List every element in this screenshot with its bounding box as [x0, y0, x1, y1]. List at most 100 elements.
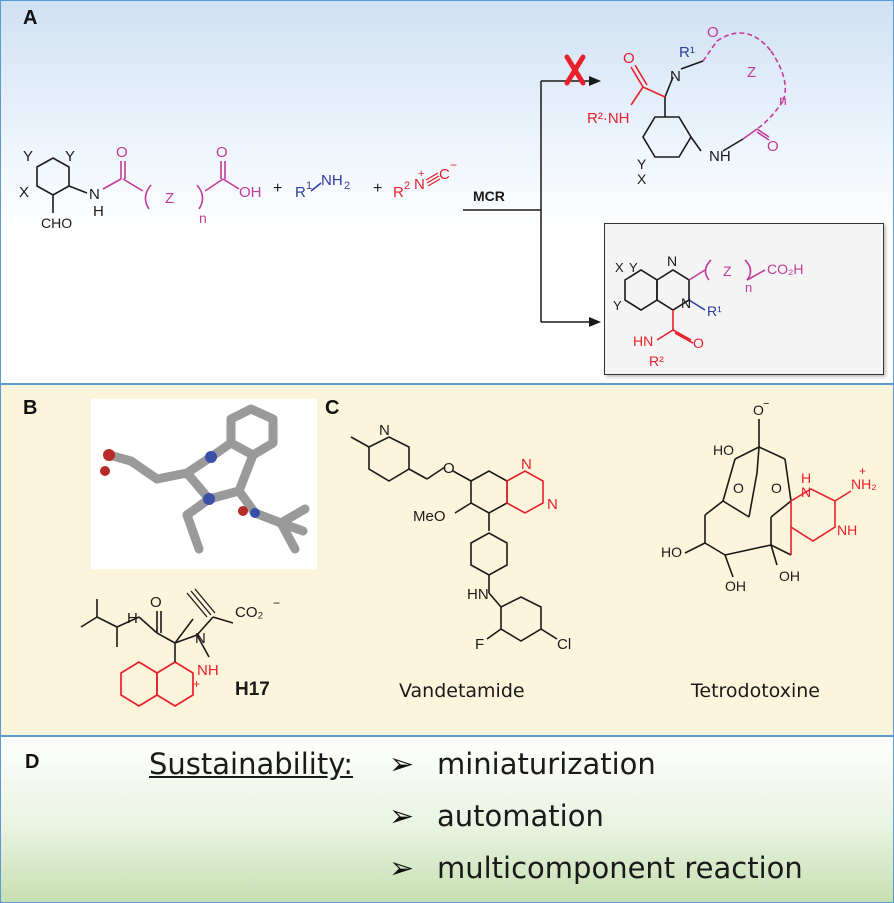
z-group: Z	[165, 190, 174, 207]
bullet-arrow-icon: ➢	[389, 799, 415, 834]
macro-o-amide: O	[623, 50, 635, 67]
macro-n-index: n	[779, 92, 787, 108]
vand-label: Vandetamide	[399, 680, 525, 702]
tetrodotoxine-structure: O − HO O O H N NH₂ + NH HO OH OH Tetrodo…	[661, 398, 877, 702]
macro-r2nh: R²·NH	[587, 110, 630, 127]
ttx-plus: +	[859, 464, 866, 478]
panel-a-label: A	[23, 7, 38, 29]
iso-r: R	[393, 184, 404, 201]
amide-n: N	[89, 186, 100, 203]
macrocycle-aryl	[642, 60, 744, 158]
iso-c: C	[439, 166, 450, 183]
macro-z: Z	[747, 64, 756, 81]
macro-n: N	[670, 68, 681, 85]
quin-r1: R¹	[707, 303, 722, 319]
h17-label: H17	[235, 679, 270, 700]
macro-x: X	[637, 171, 647, 187]
vand-meo: MeO	[413, 508, 446, 525]
ring-y-right: Y	[65, 148, 75, 165]
quin-y-top: Y	[629, 260, 638, 275]
acid-oh: OH	[239, 184, 262, 201]
panel-d: D Sustainability: ➢ miniaturization ➢ au…	[0, 736, 894, 903]
blocked-cross-icon	[564, 54, 586, 86]
amine-nh: NH	[321, 172, 343, 189]
quin-y-bottom: Y	[613, 298, 622, 313]
arrow-head-top	[589, 76, 601, 86]
h17-structure: O H N CO₂ − NH + H17	[80, 588, 280, 707]
amide-h: H	[93, 203, 104, 220]
panel-b-label: B	[23, 397, 38, 419]
triple-bond	[425, 172, 441, 187]
ring-y-left: Y	[23, 148, 33, 165]
ttx-o-top: O	[753, 402, 764, 418]
quinazoline-structure: X Y Y N N Z n CO₂H R¹ O HN R²	[613, 253, 804, 369]
acid-tether	[102, 161, 240, 210]
ring-x: X	[19, 184, 29, 201]
quin-n-top: N	[667, 253, 677, 269]
quin-n-bottom: N	[681, 295, 691, 311]
mcr-label: MCR	[473, 188, 505, 204]
quin-n-index: n	[745, 280, 752, 295]
h17-co2: CO₂	[235, 604, 264, 621]
vand-n2: N	[547, 496, 558, 513]
ttx-ho-top: HO	[713, 442, 734, 458]
vand-hn: HN	[467, 586, 489, 603]
reaction-scheme: Y Y X CHO N H O Z n O OH + R 1 NH 2	[19, 24, 787, 327]
h17-3d-render	[100, 404, 310, 554]
macro-r1: R¹	[679, 44, 695, 61]
ttx-label: Tetrodotoxine	[690, 680, 820, 702]
h17-nh: NH	[197, 662, 219, 679]
macrocycle-carbonyl	[742, 128, 770, 141]
acid-o: O	[216, 144, 228, 161]
quinazoline-product-box: X Y Y N N Z n CO₂H R¹ O HN R²	[604, 223, 884, 375]
panel-bc: B C	[0, 384, 894, 736]
ttx-oh-right: OH	[779, 568, 800, 584]
quin-r2: R²	[649, 353, 664, 369]
quin-o: O	[693, 335, 704, 351]
ttx-nh: NH	[837, 522, 857, 538]
aryl-ring	[36, 157, 88, 213]
quin-x: X	[615, 260, 624, 275]
panel-a: A Y Y X CHO N H O Z n O OH	[0, 0, 894, 384]
iso-r-sup: 2	[404, 180, 410, 192]
iso-n-charge: +	[418, 168, 424, 180]
ttx-ho: HO	[661, 544, 682, 560]
plus-2: +	[373, 180, 382, 197]
vand-f: F	[475, 636, 484, 653]
h17-3d-model	[91, 399, 317, 569]
n-index: n	[199, 210, 207, 226]
quin-z: Z	[723, 263, 732, 279]
vandetamide-structure: N O MeO N N HN F Cl Vandetamide	[350, 422, 571, 702]
panel-d-label: D	[25, 751, 40, 773]
macrocycle-amide	[630, 64, 666, 106]
amide-o: O	[116, 144, 128, 161]
ttx-nh2: NH₂	[851, 476, 877, 492]
macro-y: Y	[637, 156, 647, 172]
item-miniaturization: miniaturization	[437, 747, 656, 781]
plus-1: +	[273, 180, 282, 197]
quin-hn: HN	[633, 333, 653, 349]
macrocycle-tether	[702, 32, 787, 130]
h17-minus: −	[273, 596, 280, 610]
macro-o-top: O	[707, 24, 719, 41]
vand-o: O	[443, 460, 455, 477]
bullet-arrow-icon: ➢	[389, 851, 415, 886]
h17-o: O	[150, 594, 162, 611]
vand-n-pip: N	[379, 422, 390, 439]
vand-n1: N	[521, 456, 532, 473]
sustainability-title: Sustainability:	[149, 747, 354, 781]
panel-c-label: C	[325, 397, 340, 419]
item-multicomponent: multicomponent reaction	[437, 851, 803, 885]
arrow-head-bottom	[589, 317, 601, 327]
ttx-o-left: O	[733, 480, 744, 496]
macro-nh: NH	[709, 148, 731, 165]
iso-n: N	[414, 176, 425, 193]
aldehyde-label: CHO	[41, 215, 72, 231]
vand-cl: Cl	[557, 636, 571, 653]
amine-r: R	[295, 184, 306, 201]
ttx-oh-left: OH	[725, 578, 746, 594]
ttx-h: H	[801, 470, 811, 486]
macro-o-bottom: O	[767, 138, 779, 155]
h17-h: H	[127, 610, 138, 627]
amine-nh-sub: 2	[344, 180, 350, 192]
